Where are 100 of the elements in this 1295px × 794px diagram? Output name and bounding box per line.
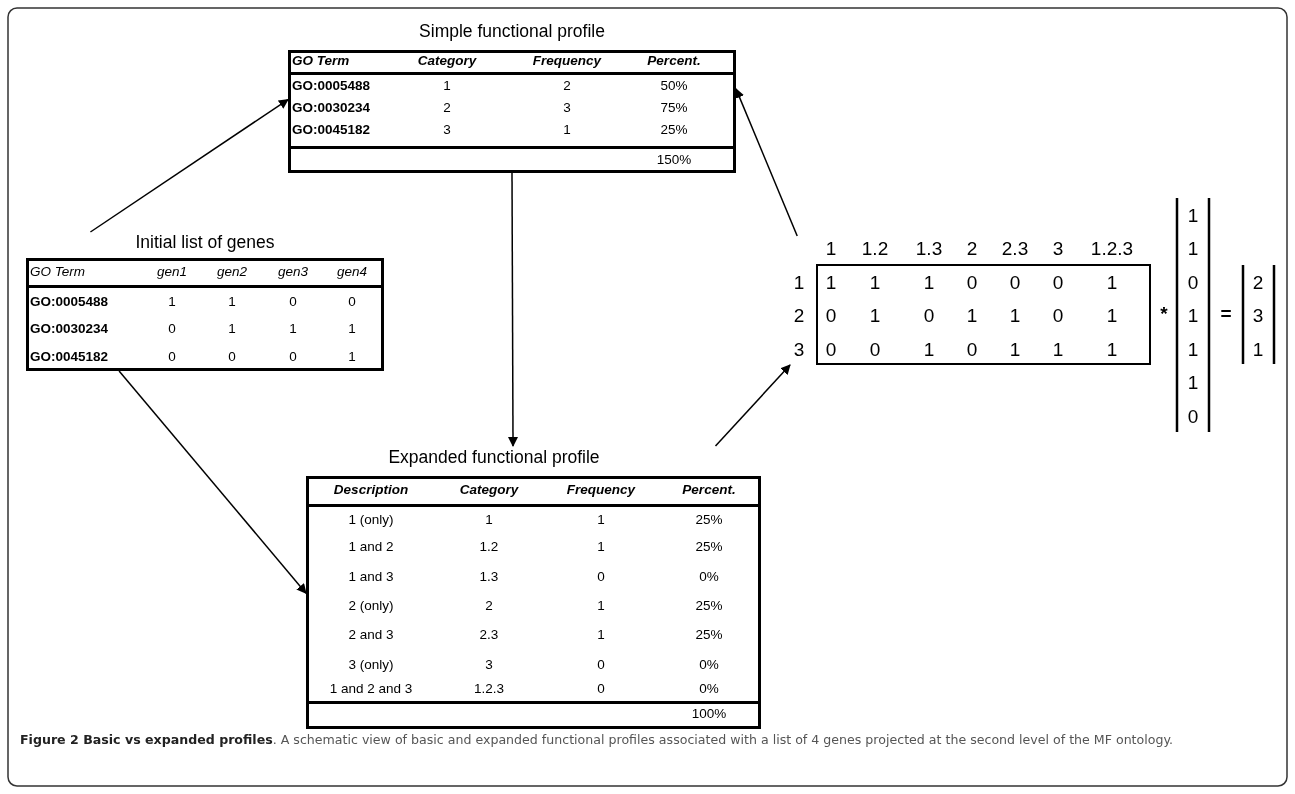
column-label: 1.2: [861, 238, 889, 258]
table-cell: 1 and 3: [348, 570, 394, 584]
table-cell: 25%: [695, 599, 723, 613]
column-header: Percent.: [647, 54, 701, 68]
matrix-entry: 1: [1009, 339, 1021, 359]
table-cell: 1: [289, 322, 297, 336]
table-cell: 2: [563, 79, 571, 93]
arrow: [118, 370, 307, 594]
table-cell: 1: [168, 295, 176, 309]
column-header: Frequency: [532, 54, 602, 68]
vector-entry: 3: [1252, 305, 1264, 325]
table-cell: 0: [597, 682, 605, 696]
column-header: GO Term: [30, 265, 85, 279]
table-cell: 1: [228, 295, 236, 309]
matrix-entry: 1: [1009, 305, 1021, 325]
operator: *: [1160, 303, 1168, 323]
table-cell: 0: [228, 350, 236, 364]
table-cell: 50%: [660, 79, 688, 93]
matrix-entry: 1: [825, 272, 837, 292]
table-cell: 1: [597, 628, 605, 642]
vector-entry: 1: [1252, 339, 1264, 359]
table-cell: 0: [168, 322, 176, 336]
table-cell: 0%: [699, 570, 719, 584]
operator: =: [1220, 303, 1232, 323]
vector-entry: 0: [1187, 406, 1199, 426]
table-cell: 0: [168, 350, 176, 364]
vector-entry: 1: [1187, 205, 1199, 225]
table-cell: 3 (only): [348, 658, 394, 672]
table-cell: 1: [563, 123, 571, 137]
vector-entry: 1: [1187, 339, 1199, 359]
matrix-entry: 1: [966, 305, 978, 325]
table-cell: 0: [289, 350, 297, 364]
table-cell: 25%: [695, 513, 723, 527]
figure-caption: Figure 2 Basic vs expanded profiles. A schematic view of basic and expanded functional profiles associated with a list of 4 genes projected at the second level of the MF ontology.: [20, 731, 1175, 749]
matrix-entry: 0: [923, 305, 935, 325]
matrix-entry: 1: [923, 339, 935, 359]
matrix-entry: 0: [1009, 272, 1021, 292]
matrix-entry: 0: [966, 339, 978, 359]
table-cell: 1: [485, 513, 493, 527]
table-cell: 3: [485, 658, 493, 672]
vector-entry: 1: [1187, 372, 1199, 392]
vector-entry: 2: [1252, 272, 1264, 292]
table-cell: 0: [597, 570, 605, 584]
matrix-entry: 0: [825, 339, 837, 359]
table-cell: GO:0030234: [292, 101, 371, 115]
column-header: Category: [459, 483, 519, 497]
matrix-entry: 1: [869, 305, 881, 325]
row-label: 3: [793, 339, 805, 359]
table-cell: 2 and 3: [348, 628, 394, 642]
row-label: 2: [793, 305, 805, 325]
column-header: Frequency: [566, 483, 636, 497]
column-header: Description: [333, 483, 409, 497]
row-label: 1: [793, 272, 805, 292]
column-label: 3: [1052, 238, 1064, 258]
table-cell: GO:0045182: [30, 350, 109, 364]
table-cell: GO:0030234: [30, 322, 109, 336]
table-cell: 1: [597, 540, 605, 554]
table-title: Expanded functional profile: [388, 449, 600, 467]
matrix-entry: 1: [1052, 339, 1064, 359]
column-label: 1.3: [915, 238, 943, 258]
table-cell: 1.2: [479, 540, 499, 554]
table-cell: 0: [348, 295, 356, 309]
table-cell: 25%: [660, 123, 688, 137]
column-header: gen1: [157, 265, 187, 279]
table-cell: 150%: [656, 153, 692, 167]
arrow: [714, 364, 791, 447]
column-header: Category: [417, 54, 477, 68]
table-cell: 3: [563, 101, 571, 115]
column-label: 2.3: [1001, 238, 1029, 258]
matrix-entry: 1: [1106, 339, 1118, 359]
table-title: Initial list of genes: [135, 234, 275, 252]
table-cell: 2 (only): [348, 599, 394, 613]
table-cell: 25%: [695, 628, 723, 642]
matrix-entry: 0: [1052, 272, 1064, 292]
table-cell: 3: [443, 123, 451, 137]
table-cell: 1 and 2: [348, 540, 394, 554]
column-label: 2: [966, 238, 978, 258]
matrix-entry: 1: [869, 272, 881, 292]
table-cell: 0: [597, 658, 605, 672]
table-cell: 1: [443, 79, 451, 93]
table-cell: 2.3: [479, 628, 499, 642]
matrix-entry: 0: [966, 272, 978, 292]
table-cell: 1: [348, 350, 356, 364]
table-cell: 1: [348, 322, 356, 336]
matrix-entry: 0: [869, 339, 881, 359]
table-cell: 25%: [695, 540, 723, 554]
arrow: [89, 98, 289, 233]
table-title: Simple functional profile: [419, 23, 605, 41]
table-cell: 1.3: [479, 570, 499, 584]
table-cell: 0: [289, 295, 297, 309]
vector-entry: 1: [1187, 238, 1199, 258]
table-cell: 1 and 2 and 3: [329, 682, 413, 696]
matrix-entry: 0: [825, 305, 837, 325]
column-header: gen4: [337, 265, 367, 279]
column-header: gen2: [217, 265, 247, 279]
matrix-entry: 1: [923, 272, 935, 292]
table-cell: GO:0005488: [292, 79, 371, 93]
matrix-entry: 1: [1106, 272, 1118, 292]
table-cell: 1: [597, 599, 605, 613]
column-header: gen3: [278, 265, 308, 279]
